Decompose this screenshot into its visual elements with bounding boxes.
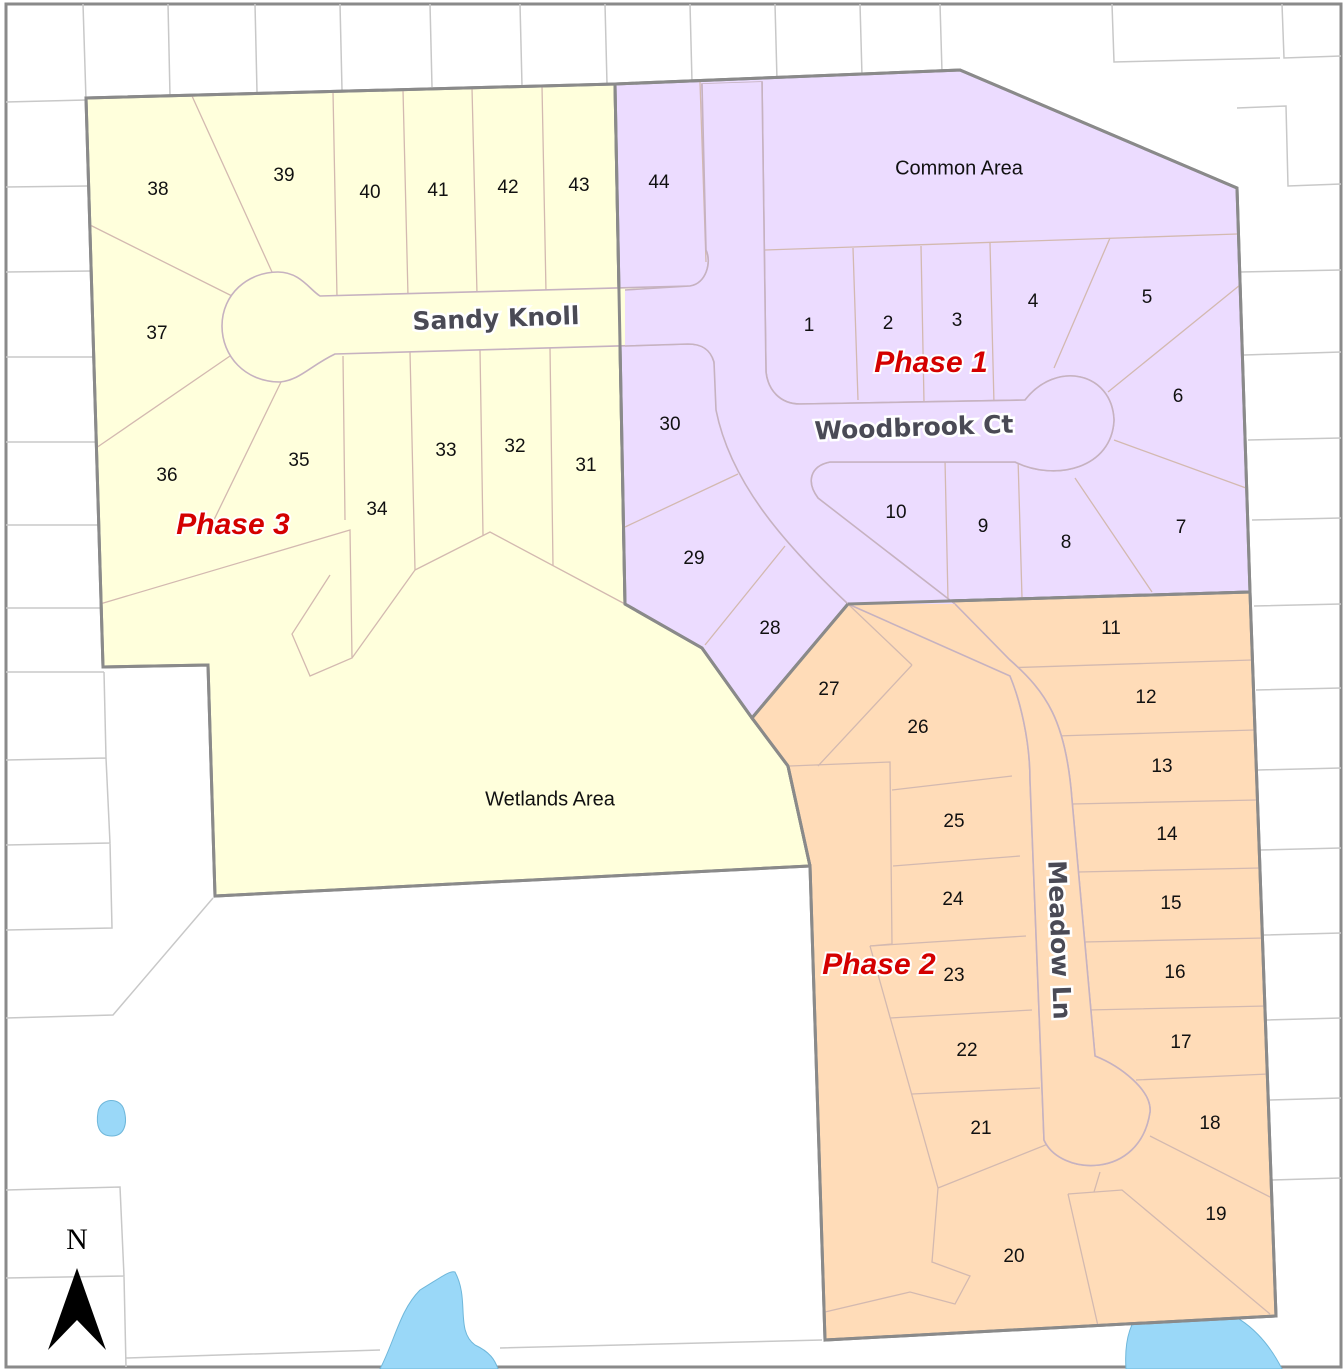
lot-label: 34	[366, 499, 388, 520]
lot-label: 26	[907, 717, 928, 738]
lot-label: 39	[273, 165, 294, 186]
lot-label: 21	[970, 1118, 991, 1139]
lot-label: 40	[359, 182, 380, 203]
lot-label: 29	[683, 548, 704, 569]
lot-label: 2	[883, 313, 894, 334]
lot-label: 8	[1061, 532, 1072, 553]
phase-1-road-overlay	[624, 81, 1115, 605]
lot-label: 10	[885, 502, 906, 523]
meadow-ln-label: Meadow Ln	[1042, 860, 1077, 1020]
lot-label: 11	[1101, 618, 1121, 639]
lot-label: 7	[1176, 517, 1187, 538]
north-label: N	[66, 1223, 88, 1256]
phase-2-label: Phase 2	[822, 948, 936, 981]
lot-label: 19	[1205, 1204, 1226, 1225]
lot-label: 28	[759, 618, 780, 639]
lot-label: 1	[804, 315, 815, 336]
lot-label: 17	[1170, 1032, 1191, 1053]
lot-label: 15	[1160, 893, 1181, 914]
sandy-knoll-label: Sandy Knoll	[412, 301, 580, 336]
lot-label: 4	[1028, 291, 1039, 312]
lot-label: 43	[568, 175, 589, 196]
lot-labels: 1 2 3 4 5 6 7 8 9 10 11 12 13 14 15 16 1…	[146, 165, 1226, 1267]
phase-1-label: Phase 1	[874, 346, 987, 379]
lot-label: 16	[1164, 962, 1185, 983]
lot-label: 33	[435, 440, 456, 461]
pond-west	[96, 1100, 126, 1137]
lot-label: 24	[942, 889, 964, 910]
pond-south	[379, 1271, 499, 1369]
lot-label: 22	[956, 1040, 977, 1061]
lot-label: 30	[659, 414, 680, 435]
common-area-label: Common Area	[895, 157, 1024, 179]
lot-label: 6	[1173, 386, 1184, 407]
lot-label: 12	[1135, 687, 1156, 708]
phase-3-label: Phase 3	[176, 508, 290, 541]
phase-2-road-overlay	[847, 603, 1151, 1167]
lot-label: 41	[427, 180, 448, 201]
lot-label: 23	[943, 965, 964, 986]
north-arrow: N	[48, 1223, 106, 1350]
lot-label: 18	[1199, 1113, 1220, 1134]
lot-label: 14	[1156, 824, 1178, 845]
lot-label: 32	[504, 436, 525, 457]
wetlands-area-label: Wetlands Area	[485, 788, 616, 810]
phase-boundaries	[84, 68, 1278, 1342]
phase-labels: Phase 1 Phase 2 Phase 3	[174, 344, 989, 983]
north-arrow-icon	[48, 1268, 106, 1350]
lot-label: 25	[943, 811, 964, 832]
lot-label: 36	[156, 465, 177, 486]
lot-label: 44	[648, 172, 670, 193]
lot-label: 35	[288, 450, 309, 471]
lot-label: 5	[1142, 287, 1153, 308]
lot-label: 38	[147, 179, 168, 200]
lot-label: 3	[952, 310, 963, 331]
area-labels: Common Area Wetlands Area	[485, 157, 1024, 810]
lot-label: 37	[146, 323, 167, 344]
lot-label: 27	[818, 679, 839, 700]
lot-label: 9	[978, 516, 989, 537]
lot-label: 13	[1151, 756, 1172, 777]
lot-label: 20	[1003, 1246, 1024, 1267]
lot-label: 42	[497, 177, 518, 198]
lot-label: 31	[575, 455, 596, 476]
